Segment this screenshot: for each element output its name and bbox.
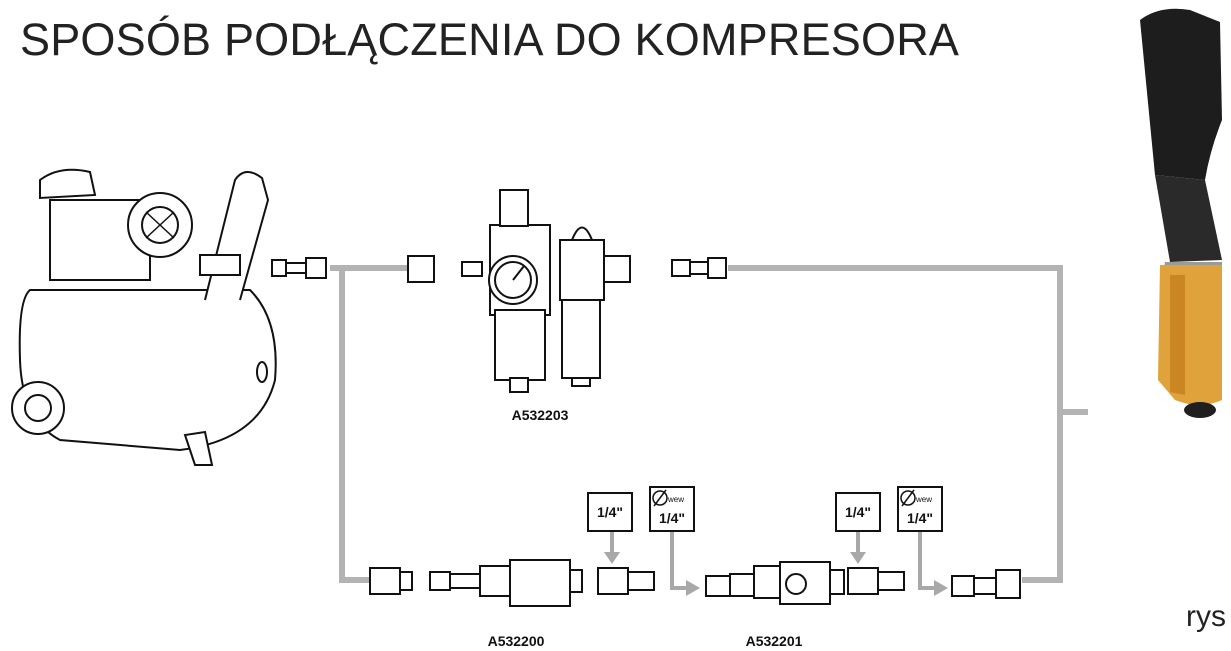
svg-text:1/4": 1/4"	[659, 510, 685, 526]
svg-text:wew: wew	[915, 495, 932, 504]
tag-thread-b: 1/4"	[835, 492, 881, 564]
tag-hose-a: wew 1/4"	[649, 486, 700, 596]
oiler-part-number: A532200	[488, 633, 545, 649]
air-ratchet-photo	[1088, 0, 1231, 470]
page-title: SPOSÓB PODŁĄCZENIA DO KOMPRESORA	[20, 14, 960, 65]
male-plug-compressor	[271, 257, 327, 279]
air-lines	[330, 265, 1088, 583]
figure-caption: rys	[1186, 600, 1226, 633]
tool-inlet-plug	[951, 569, 1021, 599]
tag-hose-b: wew 1/4"	[897, 486, 948, 596]
tag-thread-a: 1/4"	[587, 492, 633, 564]
regulator-part-number: A532203	[512, 407, 569, 423]
svg-text:1/4": 1/4"	[597, 504, 623, 520]
svg-text:1/4": 1/4"	[907, 510, 933, 526]
filter-regulator-lubricator	[407, 189, 727, 393]
svg-text:1/4": 1/4"	[845, 504, 871, 520]
filter-assembly	[705, 561, 905, 605]
filter-part-number: A532201	[746, 633, 803, 649]
svg-text:wew: wew	[667, 495, 684, 504]
compressor-illustration	[11, 168, 277, 466]
oiler-assembly	[369, 559, 655, 607]
